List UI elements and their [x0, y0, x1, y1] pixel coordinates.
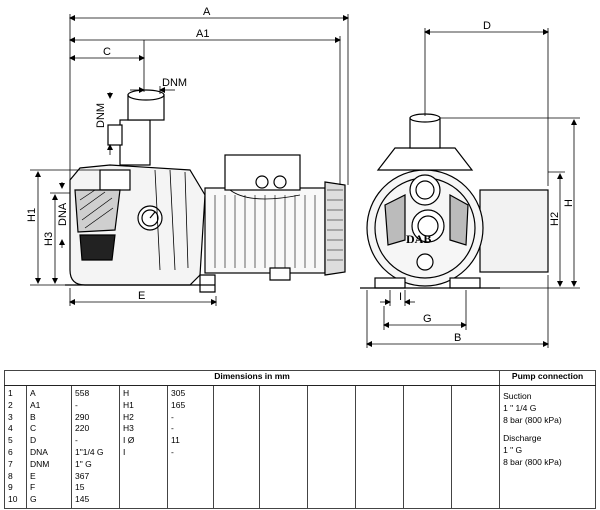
empty-cell [213, 385, 260, 509]
label-dna: DNA [57, 202, 69, 226]
dimension-key: I [123, 446, 126, 457]
label-d: D [483, 20, 491, 32]
dimension-value: 1"1/4 G [75, 446, 104, 457]
dimension-key: I Ø [123, 435, 135, 446]
row-number-column: 1 2 3 4 5 6 7 8 9 10 [4, 385, 27, 509]
dimension-key: F [30, 482, 36, 493]
dimension-value: - [75, 399, 78, 410]
dimension-key: C [30, 423, 37, 434]
dimension-key: A1 [30, 399, 41, 410]
dimensions-header: Dimensions in mm [3, 370, 501, 386]
pump-connection-header: Pump connection [499, 370, 597, 386]
dimension-value: 367 [75, 470, 90, 481]
dimension-key: H [123, 388, 130, 398]
dimension-key: H2 [123, 411, 134, 422]
label-dnm: DNM [162, 77, 187, 89]
label-h3: H3 [43, 232, 55, 246]
row-number: 5 [8, 435, 13, 446]
row-number: 4 [8, 423, 13, 434]
label-e: E [138, 290, 145, 302]
dimension-value: 165 [171, 399, 186, 410]
dimension-value: 15 [75, 482, 85, 493]
dimension-key-column-2: H H1 H2 H3 I Ø I [119, 385, 168, 509]
discharge-size: 1 " G [503, 445, 523, 456]
dimension-value-column-2: 305 165 - - 11 - [167, 385, 214, 509]
empty-cell [259, 385, 308, 509]
label-h2: H2 [549, 212, 561, 226]
dimension-value: 145 [75, 494, 90, 505]
label-h1: H1 [26, 208, 38, 222]
dimension-key: D [30, 435, 37, 446]
empty-cell [355, 385, 404, 509]
label-dnm-vertical: DNM [95, 103, 107, 128]
dimension-key: H3 [123, 423, 134, 434]
row-number: 9 [8, 482, 13, 493]
label-g: G [423, 313, 432, 325]
row-number: 10 [8, 494, 18, 505]
dimension-value: - [171, 411, 174, 422]
front-dimensions [366, 28, 580, 348]
front-view [360, 113, 549, 289]
row-number: 3 [8, 411, 13, 422]
row-number: 1 [8, 388, 13, 398]
pump-dimension-drawing: A A1 C DNM DNM H1 H3 DNA E DAB [26, 6, 580, 348]
empty-cell [403, 385, 452, 509]
dimension-key: A [30, 388, 36, 398]
empty-cell [307, 385, 356, 509]
dimension-key: DNA [30, 446, 48, 457]
dimension-key: DNM [30, 458, 50, 469]
row-number: 2 [8, 399, 13, 410]
dimension-value: - [75, 435, 78, 446]
dimension-value: 220 [75, 423, 90, 434]
suction-title: Suction [503, 391, 532, 401]
brand-logo: DAB [406, 232, 431, 246]
suction-size: 1 " 1/4 G [503, 402, 537, 413]
row-number: 8 [8, 470, 13, 481]
dimension-value: 11 [171, 435, 180, 446]
dimension-key-column: A A1 B C D DNA DNM E F G [26, 385, 72, 509]
label-c: C [103, 46, 111, 58]
label-a: A [203, 6, 211, 18]
dimension-value: - [171, 423, 174, 434]
pump-connection-cell: Suction 1 " 1/4 G 8 bar (800 kPa) Discha… [499, 385, 597, 509]
dimension-value: 558 [75, 388, 90, 398]
dimension-key: H1 [123, 399, 134, 410]
label-a1: A1 [196, 28, 209, 40]
dimension-value: 1" G [75, 458, 92, 469]
label-b: B [454, 332, 461, 344]
dimension-value: 290 [75, 411, 90, 422]
discharge-title: Discharge [503, 433, 542, 444]
side-dimensions [30, 14, 349, 306]
side-view [65, 89, 346, 293]
label-i: I [399, 291, 402, 303]
dimension-key: G [30, 494, 37, 505]
dimension-value: - [171, 446, 174, 457]
dimension-value-column: 558 - 290 220 - 1"1/4 G 1" G 367 15 145 [71, 385, 120, 509]
row-number: 7 [8, 458, 13, 469]
suction-pressure: 8 bar (800 kPa) [503, 414, 562, 425]
dimension-value: 305 [171, 388, 186, 398]
dimension-key: E [30, 470, 36, 481]
discharge-pressure: 8 bar (800 kPa) [503, 456, 562, 467]
row-number: 6 [8, 446, 13, 457]
dimensions-table: Dimensions in mm Pump connection 1 2 3 4… [3, 370, 597, 509]
label-h: H [563, 199, 575, 207]
empty-cell [450, 385, 501, 509]
dimension-key: B [30, 411, 36, 422]
